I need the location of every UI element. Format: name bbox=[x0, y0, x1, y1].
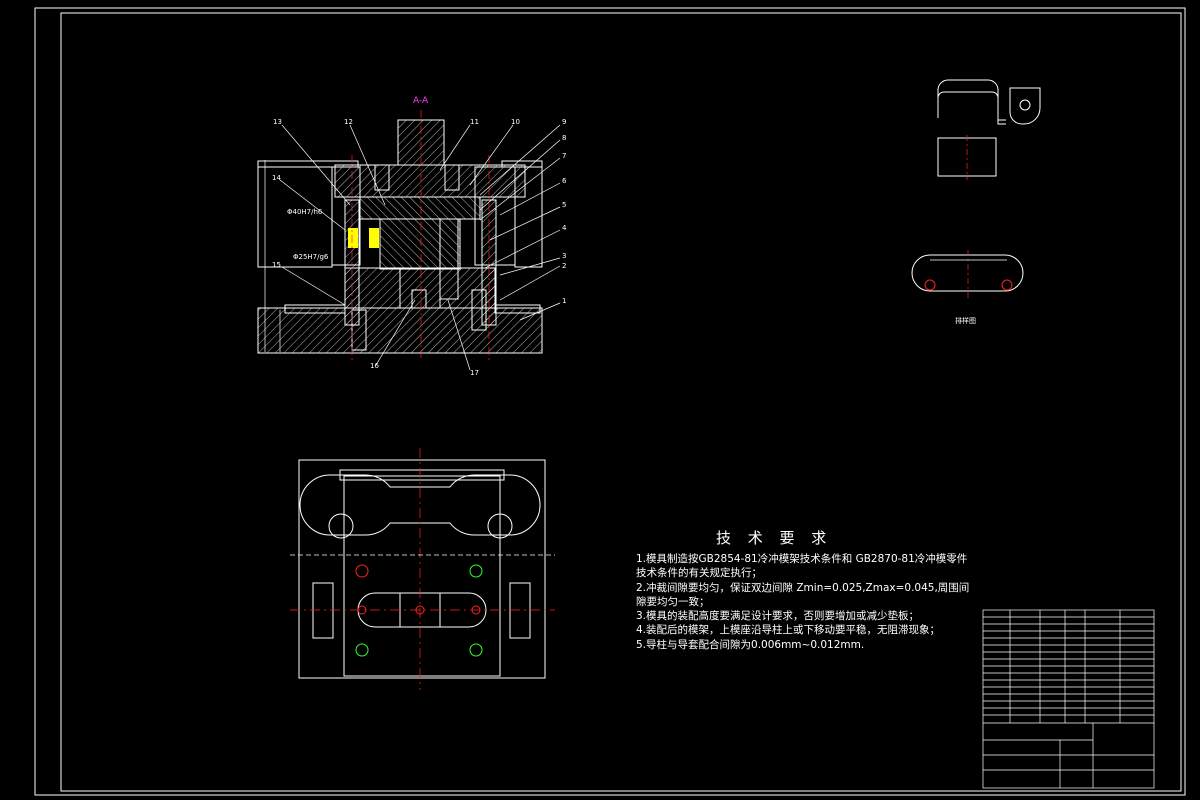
part-drawing bbox=[911, 79, 1041, 300]
balloon: 16 bbox=[370, 362, 379, 370]
balloon-labels: 13 12 11 10 9 8 7 6 5 4 3 2 1 14 15 16 1… bbox=[272, 118, 567, 377]
balloon: 17 bbox=[470, 369, 479, 377]
balloon: 9 bbox=[562, 118, 566, 126]
requirement-line: 1.模具制造按GB2854-81冷冲模架技术条件和 GB2870-81冷冲模零件 bbox=[636, 553, 968, 565]
requirement-line: 隙要均匀一致； bbox=[636, 595, 710, 608]
requirement-line: 5.导柱与导套配合间隙为0.006mm~0.012mm. bbox=[636, 638, 865, 651]
requirement-line: 4.装配后的模架，上模座沿导柱上或下移动要平稳，无阻滞现象； bbox=[636, 624, 941, 637]
requirements-title: 技 术 要 求 bbox=[716, 529, 833, 547]
balloon: 7 bbox=[562, 152, 566, 160]
requirement-line: 2.冲裁间隙要均匀，保证双边间隙 Zmin=0.025,Zmax=0.045,周… bbox=[636, 581, 970, 594]
technical-requirements: 技 术 要 求 1.模具制造按GB2854-81冷冲模架技术条件和 GB2870… bbox=[636, 527, 970, 652]
requirement-line: 技术条件的有关规定执行； bbox=[636, 567, 762, 580]
section-label: A-A bbox=[413, 96, 429, 106]
balloon: 13 bbox=[273, 118, 282, 126]
balloon: 4 bbox=[562, 224, 567, 232]
title-block bbox=[982, 609, 1155, 789]
balloon: 3 bbox=[562, 252, 566, 260]
layout-label: 排样图 bbox=[955, 316, 976, 325]
balloon: 8 bbox=[562, 134, 566, 142]
balloon: 1 bbox=[562, 297, 566, 305]
plan-view bbox=[290, 448, 555, 690]
balloon: 2 bbox=[562, 262, 566, 270]
plan-holes bbox=[355, 564, 483, 657]
inner-border bbox=[60, 12, 1182, 792]
section-view: A-A bbox=[257, 96, 561, 371]
balloon: 14 bbox=[272, 174, 281, 182]
balloon: 11 bbox=[470, 118, 479, 126]
fit-annotation: Φ40H7/h6 bbox=[287, 208, 323, 216]
balloon: 6 bbox=[562, 177, 567, 185]
balloon: 15 bbox=[272, 261, 281, 269]
balloon: 10 bbox=[511, 118, 520, 126]
fit-annotation: Φ25H7/g6 bbox=[293, 253, 329, 261]
balloon: 12 bbox=[344, 118, 353, 126]
requirement-line: 3.模具的装配高度要满足设计要求，否则要增加或减少垫板； bbox=[636, 610, 920, 623]
outer-border bbox=[34, 7, 1186, 796]
balloon: 5 bbox=[562, 201, 566, 209]
